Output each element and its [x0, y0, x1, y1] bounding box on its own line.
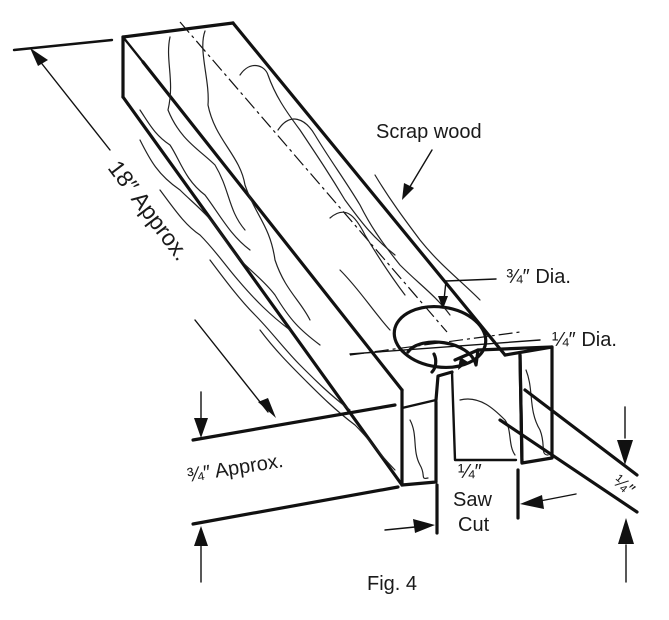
wood-block	[121, 21, 554, 487]
hole-neck	[430, 352, 438, 374]
cross-centerline	[349, 331, 521, 356]
block-bottom-left-edge	[121, 95, 404, 487]
near-end-left-block-top	[400, 398, 438, 410]
small-hole-label: ¼″ Dia.	[552, 329, 617, 351]
end-ext-upper	[523, 388, 639, 477]
end-arrow-up-icon	[618, 518, 634, 544]
large-hole-label: ¾″ Dia.	[506, 266, 571, 288]
near-end-left-block	[400, 388, 438, 487]
near-end-right-block-face	[518, 353, 524, 465]
wood-grain	[139, 30, 549, 480]
saw-cut-word1: Saw	[453, 489, 492, 511]
saw-cut-arrow-right-shaft	[539, 493, 577, 502]
saw-cut-arrow-left-icon	[520, 495, 544, 509]
length-ext-line-top	[12, 38, 114, 52]
block-far-end-inner-edge	[121, 35, 145, 64]
thickness-arrow-down-icon	[194, 418, 208, 438]
small-hole-leader	[349, 339, 541, 355]
thickness-dimension: ¾″ Approx.	[185, 391, 400, 583]
material-arrow-icon	[402, 183, 414, 200]
length-label: 18″ Approx.	[103, 155, 195, 265]
length-dimension: 18″ Approx.	[12, 38, 276, 418]
end-arrow-down-icon	[617, 440, 633, 465]
length-arrow-up-icon	[30, 48, 48, 66]
block-top-left-edge	[141, 60, 404, 392]
saw-cut-arrow-right-icon	[413, 519, 435, 533]
centerline	[179, 21, 448, 333]
saw-slot-wall	[434, 370, 454, 402]
end-ext-lower	[498, 418, 639, 514]
saw-cut-size-label: ¼″	[458, 461, 482, 483]
length-dim-line-lower	[194, 319, 269, 413]
material-leader	[407, 149, 433, 191]
figure-caption: Fig. 4	[367, 573, 417, 595]
length-dim-line-upper	[34, 54, 111, 151]
thickness-ext-top	[191, 403, 397, 442]
small-hole-edge	[406, 340, 480, 367]
saw-slot-inner	[450, 370, 518, 462]
saw-cut-word2: Cut	[458, 514, 490, 536]
material-callout: Scrap wood	[376, 121, 482, 200]
saw-cut-dimension: ¼″ Saw Cut	[384, 461, 577, 536]
near-end-right-top	[503, 345, 554, 357]
saw-cut-arrow-left-shaft	[384, 526, 416, 531]
large-hole-arrow-icon	[438, 296, 448, 309]
large-hole-leader	[445, 278, 497, 282]
block-top-right-edge	[231, 21, 507, 357]
thickness-arrow-up-icon	[194, 526, 208, 546]
thickness-label: ¾″ Approx.	[185, 450, 284, 487]
small-hole-callout: ¼″ Dia.	[349, 329, 617, 370]
large-hole-callout: ¾″ Dia.	[438, 266, 571, 309]
thickness-ext-bottom	[191, 485, 400, 526]
block-far-end-top	[121, 21, 235, 39]
small-hole-arrow-icon	[458, 357, 468, 370]
material-label: Scrap wood	[376, 121, 482, 143]
length-arrow-down-icon	[258, 398, 276, 418]
